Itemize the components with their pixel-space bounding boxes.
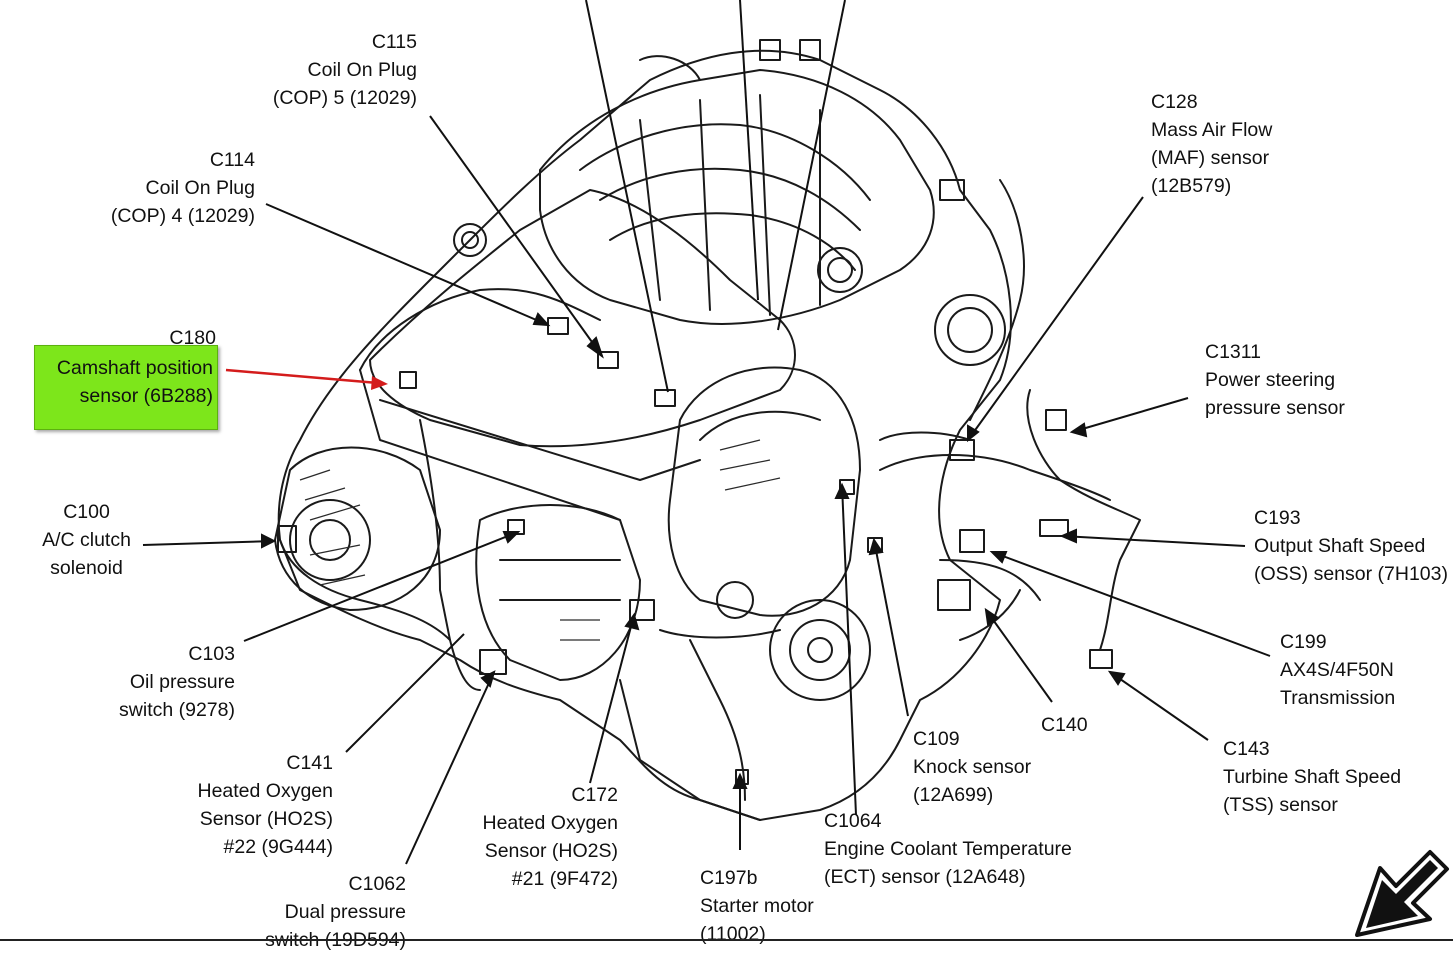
component-name: sensor (6B288) (79, 385, 213, 407)
label-c193: C193 Output Shaft Speed (OSS) sensor (7H… (1254, 504, 1448, 588)
connector-code: C143 (1223, 738, 1270, 760)
label-c115: C115 Coil On Plug (COP) 5 (12029) (273, 28, 417, 112)
component-name: Output Shaft Speed (1254, 535, 1426, 557)
component-name: Starter motor (700, 895, 814, 917)
connector-code: C172 (571, 784, 618, 806)
component-name: Power steering (1205, 369, 1336, 391)
red-pointer-arrow (225, 368, 388, 390)
connector-code: C100 (63, 501, 110, 523)
component-name: (12A699) (913, 784, 994, 806)
connector-code: C140 (1041, 714, 1088, 736)
connector-code: C128 (1151, 91, 1198, 113)
connector-code: C197b (700, 867, 758, 889)
component-name: Sensor (HO2S) (484, 840, 618, 862)
connector-code: C1062 (348, 873, 406, 895)
component-name: (COP) 5 (12029) (272, 87, 417, 109)
component-name: Coil On Plug (307, 59, 417, 81)
component-name: A/C clutch (42, 529, 131, 551)
connector-code: C109 (913, 728, 960, 750)
component-name: switch (9278) (119, 699, 235, 721)
component-name: (ECT) sensor (12A648) (824, 866, 1026, 888)
component-name: solenoid (50, 557, 123, 579)
component-name: #22 (9G444) (223, 836, 334, 858)
label-c128: C128 Mass Air Flow (MAF) sensor (12B579) (1151, 88, 1272, 200)
component-name: AX4S/4F50N (1280, 659, 1394, 681)
component-name: (TSS) sensor (1223, 794, 1338, 816)
connector-code: C1064 (824, 810, 882, 832)
label-c1064: C1064 Engine Coolant Temperature (ECT) s… (824, 807, 1072, 891)
connector-code: C115 (371, 31, 417, 53)
component-name: (COP) 4 (12029) (110, 205, 255, 227)
component-name: (12B579) (1151, 175, 1232, 197)
component-name: Mass Air Flow (1151, 119, 1273, 141)
component-name: Knock sensor (913, 756, 1032, 778)
label-c140: C140 (1041, 711, 1088, 739)
component-name: Turbine Shaft Speed (1223, 766, 1402, 788)
connector-code: C193 (1254, 507, 1301, 529)
label-c199: C199 AX4S/4F50N Transmission (1280, 628, 1395, 712)
component-name: Sensor (HO2S) (199, 808, 333, 830)
label-c141: C141 Heated Oxygen Sensor (HO2S) #22 (9G… (197, 749, 333, 861)
label-c180: C180 (169, 324, 216, 352)
component-name: #21 (9F472) (511, 868, 618, 890)
connector-code: C1311 (1205, 341, 1262, 363)
connector-code: C199 (1280, 631, 1327, 653)
component-name: (OSS) sensor (7H103) (1254, 563, 1448, 585)
label-c143: C143 Turbine Shaft Speed (TSS) sensor (1223, 735, 1401, 819)
component-name: Coil On Plug (145, 177, 255, 199)
label-c1311: C1311 Power steering pressure sensor (1205, 338, 1345, 422)
highlight-text: Camshaft position sensor (6B288) (57, 354, 213, 410)
label-c172: C172 Heated Oxygen Sensor (HO2S) #21 (9F… (482, 781, 618, 893)
component-name: (MAF) sensor (1151, 147, 1270, 169)
label-c109: C109 Knock sensor (12A699) (913, 725, 1031, 809)
label-c103: C103 Oil pressure switch (9278) (119, 640, 235, 724)
connector-code: C141 (286, 752, 333, 774)
component-name: Engine Coolant Temperature (824, 838, 1072, 860)
component-name: Oil pressure (129, 671, 235, 693)
component-name: Dual pressure (284, 901, 406, 923)
bottom-border (0, 939, 1453, 941)
label-c1062: C1062 Dual pressure switch (19D594) (265, 870, 406, 954)
camshaft-sensor-highlight: Camshaft position sensor (6B288) (34, 345, 218, 430)
connector-code: C103 (188, 643, 235, 665)
component-name: (11002) (700, 923, 766, 945)
component-name: Heated Oxygen (482, 812, 618, 834)
connector-code: C114 (209, 149, 255, 171)
label-c100: C100 A/C clutch solenoid (40, 498, 133, 582)
component-name: pressure sensor (1205, 397, 1345, 419)
component-name: Transmission (1280, 687, 1396, 709)
component-name: Camshaft position (56, 357, 213, 379)
arrow-down-left-icon[interactable] (1355, 850, 1449, 937)
connector-code: C180 (169, 327, 216, 349)
label-c114: C114 Coil On Plug (COP) 4 (12029) (111, 146, 255, 230)
component-name: Heated Oxygen (197, 780, 333, 802)
label-c197b: C197b Starter motor (11002) (700, 864, 814, 948)
